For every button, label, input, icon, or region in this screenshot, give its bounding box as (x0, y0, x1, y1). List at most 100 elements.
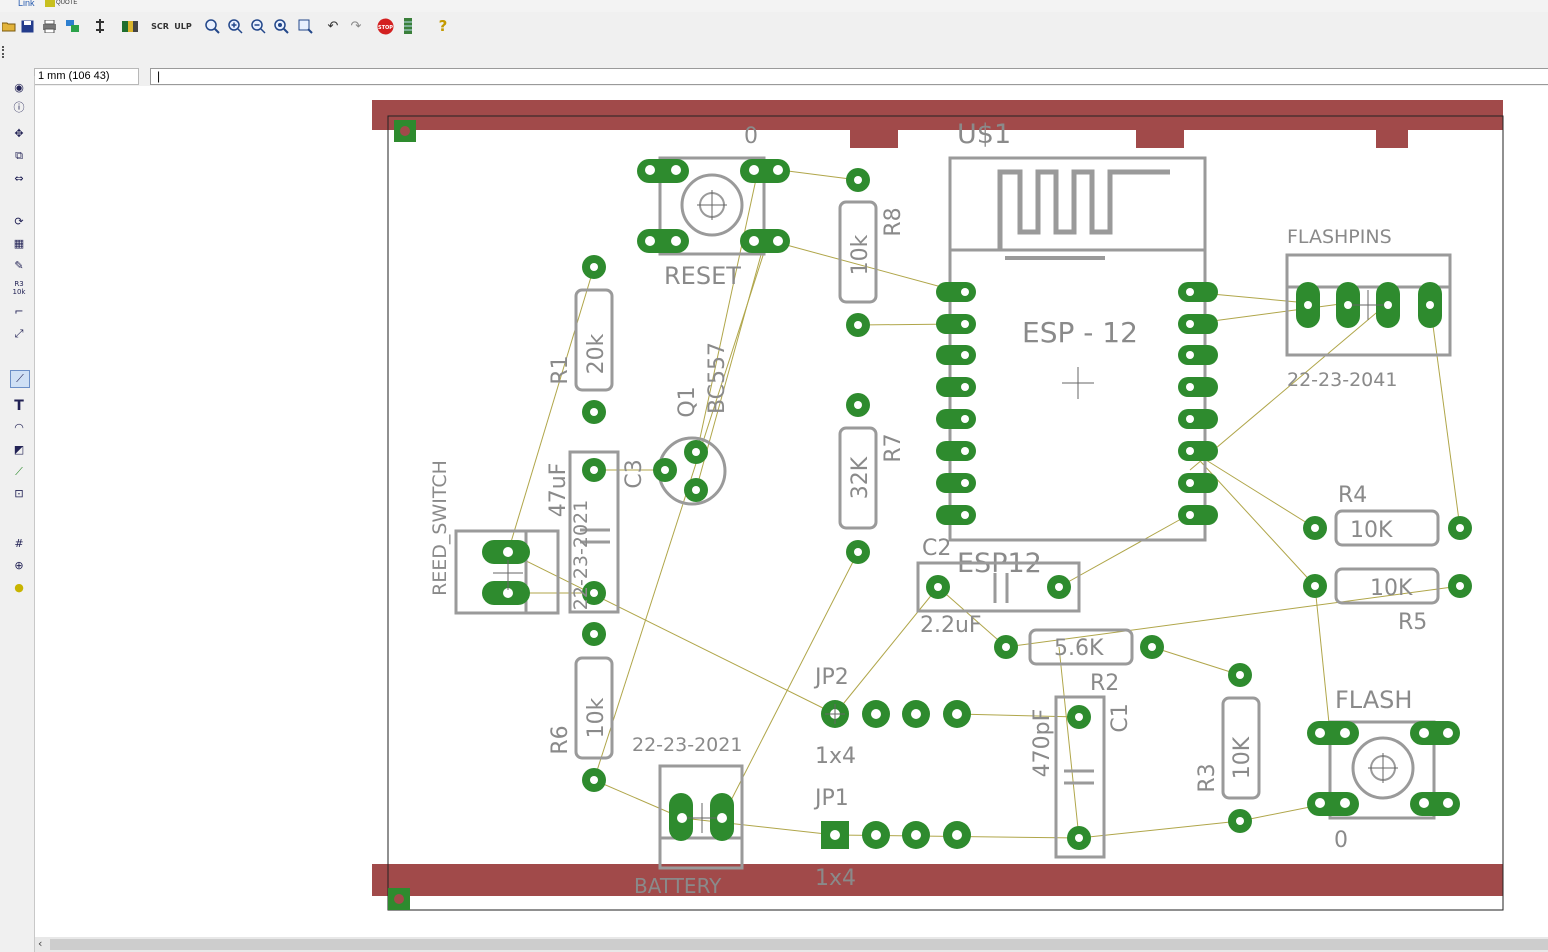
arc-icon[interactable]: ◠ (10, 420, 28, 436)
c3-label: C3 (622, 459, 647, 488)
horizontal-scroll-thumb[interactable] (50, 939, 1548, 950)
esp-name-label: ESP - 12 (1022, 316, 1138, 349)
battery-label: BATTERY (634, 874, 722, 898)
text-icon[interactable]: T (10, 398, 28, 414)
r5-value-label: 10K (1370, 576, 1413, 601)
copper-tab (1376, 128, 1408, 148)
redo-icon[interactable]: ↷ (347, 17, 365, 35)
battery-value-label: 22-23-2021 (632, 734, 742, 756)
zoom-fit-icon[interactable] (203, 17, 221, 35)
zoom-in-icon[interactable] (226, 17, 244, 35)
flashpins-label: FLASHPINS (1287, 226, 1392, 248)
resistor-r8[interactable]: 10k R8 (840, 168, 906, 337)
resistor-r4[interactable]: 10K R4 (1303, 483, 1472, 545)
board-schematic-switch-icon[interactable] (91, 17, 109, 35)
c3-value-label: 47uF (546, 463, 571, 518)
ulp-icon[interactable]: ULP (174, 17, 192, 35)
ratsnest-icon[interactable]: # (10, 536, 28, 552)
flash-button-part[interactable]: FLASH 0 (1307, 686, 1460, 853)
stop-label: STOP (378, 25, 393, 31)
r1-label: R1 (548, 355, 573, 384)
q1-value-label: BC557 (705, 342, 730, 414)
c3-package-label: 22-23-2021 (570, 500, 592, 610)
esp12-module[interactable]: ESP - 12 U$1 ESP12 (950, 119, 1205, 579)
stop-icon[interactable]: STOP (376, 17, 394, 35)
resistor-r5[interactable]: 10K R5 (1303, 569, 1472, 635)
zoom-redraw-icon[interactable] (272, 17, 290, 35)
r4-value-label: 10K (1350, 518, 1393, 543)
transistor-q1[interactable]: Q1 BC557 (653, 342, 730, 504)
print-icon[interactable] (40, 17, 58, 35)
flashpins-value-label: 22-23-2041 (1287, 369, 1397, 391)
header-jp2[interactable]: JP2 1x4 (813, 665, 971, 769)
r4-label: R4 (1338, 483, 1367, 508)
script-icon[interactable]: SCR (151, 17, 169, 35)
resistor-r1[interactable]: 20k R1 (548, 255, 612, 424)
polygon-icon[interactable]: ◩ (10, 442, 28, 458)
parameter-toolbar (0, 42, 1548, 65)
r3-value-label: 10K (1230, 736, 1255, 779)
mount-hole-drill (394, 894, 404, 904)
jp2-label: JP2 (813, 665, 849, 690)
r3-label: R3 (1195, 763, 1220, 792)
reset-button-part[interactable]: RESET 0 (637, 124, 790, 290)
drc-icon[interactable]: ⊕ (10, 558, 28, 574)
library-icon[interactable] (121, 17, 139, 35)
info-icon[interactable]: ⓘ (10, 100, 28, 116)
rotate-icon[interactable]: ⟳ (10, 214, 28, 230)
reset-label: RESET (664, 262, 741, 290)
r7-value-label: 32K (848, 456, 873, 499)
flashpins-header[interactable]: FLASHPINS 22-23-2041 (1287, 226, 1450, 391)
resistor-r6[interactable]: 10k R6 (548, 622, 612, 792)
mirror-icon[interactable]: ⇔ (10, 171, 28, 187)
r6-value-label: 10k (584, 697, 609, 738)
c1-label: C1 (1108, 703, 1133, 732)
eye-icon[interactable]: ◉ (10, 80, 28, 96)
value-label: 10k (10, 288, 28, 296)
coordinate-readout: 1 mm (106 43) (34, 68, 139, 85)
cam-icon[interactable] (63, 17, 81, 35)
reed-switch-connector[interactable]: REED_SWITCH (429, 460, 558, 613)
open-icon[interactable] (0, 17, 18, 35)
q1-label: Q1 (675, 386, 700, 417)
help-icon[interactable]: ? (434, 17, 452, 35)
resistor-r7[interactable]: 32K R7 (840, 393, 906, 564)
jp2-value-label: 1x4 (815, 744, 856, 769)
zoom-out-icon[interactable] (249, 17, 267, 35)
go-icon[interactable] (399, 17, 417, 35)
change-icon[interactable]: ✎ (10, 258, 28, 274)
c2-value-label: 2.2uF (920, 613, 982, 638)
attribute-icon[interactable]: ⊡ (10, 486, 28, 502)
miter-icon[interactable]: ⌐ (10, 304, 28, 320)
split-icon[interactable]: ⤢ (10, 326, 28, 342)
quote-label[interactable]: QUOTE (56, 0, 77, 6)
command-line-input[interactable]: | (150, 68, 1548, 85)
resistor-r2[interactable]: 5.6K R2 (994, 630, 1164, 696)
quote-icon[interactable] (45, 0, 55, 7)
save-icon[interactable] (18, 17, 36, 35)
jp1-value-label: 1x4 (815, 866, 856, 891)
c2-label: C2 (922, 536, 951, 561)
group-icon[interactable]: ▦ (10, 236, 28, 252)
route-icon[interactable]: ⟋ (10, 370, 30, 388)
via-icon[interactable]: ⟋ (10, 464, 28, 480)
scroll-left-icon[interactable]: ‹ (38, 937, 42, 950)
mount-hole-drill (400, 126, 410, 136)
name-value-icon[interactable]: R310k (10, 280, 28, 296)
capacitor-c3[interactable]: C3 47uF 22-23-2021 (546, 452, 647, 612)
u1-label: U$1 (957, 119, 1011, 150)
errors-icon[interactable]: ● (10, 580, 28, 596)
copper-tab (850, 128, 898, 148)
flash-label: FLASH (1335, 686, 1412, 714)
copy-icon[interactable]: ⧉ (10, 148, 28, 164)
capacitor-c1[interactable]: C1 470pF (1030, 697, 1133, 857)
move-icon[interactable]: ✥ (10, 126, 28, 142)
zoom-select-icon[interactable] (296, 17, 314, 35)
board-canvas[interactable]: ESP - 12 U$1 ESP12 FLASHPINS 22-23-2041 (35, 86, 1548, 937)
reset-value-label: 0 (744, 124, 758, 149)
resistor-r3[interactable]: 10K R3 (1195, 663, 1259, 833)
link-label[interactable]: Link (18, 0, 35, 8)
undo-icon[interactable]: ↶ (324, 17, 342, 35)
r1-value-label: 20k (584, 333, 609, 374)
grid-icon[interactable] (2, 46, 14, 58)
